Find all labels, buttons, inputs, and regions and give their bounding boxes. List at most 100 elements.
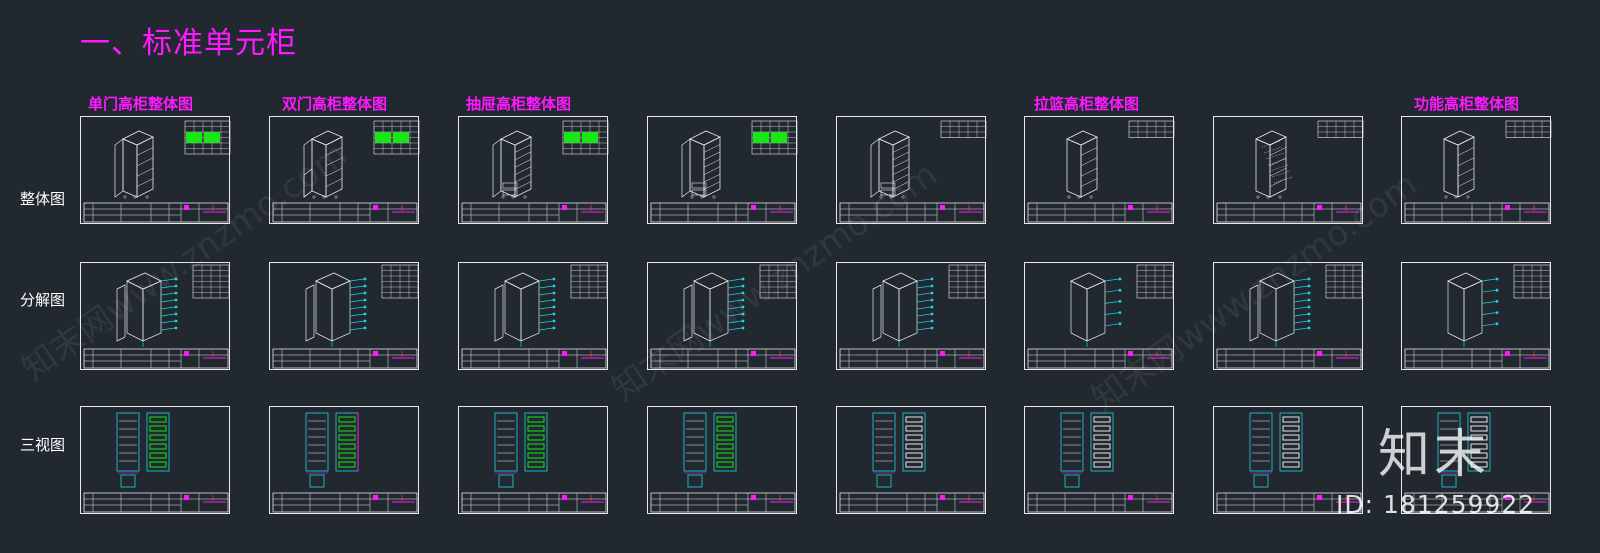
exploded-front [1259,280,1277,342]
leader-dot [552,305,556,309]
exploded-front [504,280,522,342]
leader-dot [174,312,178,316]
leader-line [1481,278,1497,282]
cad-sheet-exploded-4[interactable] [836,262,986,370]
cad-sheet-exploded-2[interactable] [458,262,608,370]
cad-sheet-overall-3[interactable] [647,116,798,224]
side-view-panel [149,443,167,450]
cabinet-shelf [325,167,343,177]
leader-line [727,278,743,282]
cabinet-basket [1263,146,1283,154]
cad-sheet-overall-5[interactable] [1024,116,1175,224]
cad-sheet-three-view-6[interactable] [1213,406,1363,514]
side-view-panel [716,461,734,468]
title-block-mark [751,495,756,500]
title-block-frame [839,348,985,369]
cabinet-three-view-drawing [1437,412,1491,488]
leader-line [349,320,365,324]
leader-line [160,320,176,324]
title-block [461,492,607,513]
page-title: 一、标准单元柜 [80,26,297,61]
front-view [1437,412,1461,472]
leader-line [916,327,932,331]
cad-sheet-three-view-1[interactable] [269,406,419,514]
cad-sheet-exploded-6[interactable] [1213,262,1363,370]
cabinet-shelf [136,147,154,156]
side-view-panel [527,452,545,459]
cad-sheet-exploded-1[interactable] [269,262,419,370]
leader-dot [363,319,367,323]
side-view [1279,412,1303,472]
cabinet-leg [1256,195,1260,199]
cad-sheet-exploded-5[interactable] [1024,262,1174,370]
title-block-frame [1027,348,1173,369]
title-block-frame [1216,348,1362,369]
cad-sheet-exploded-0[interactable] [80,262,230,370]
cad-sheet-three-view-2[interactable] [458,406,608,514]
cad-sheet-overall-0[interactable] [80,116,231,224]
cabinet-isometric-drawing [114,130,154,199]
cad-sheet-three-view-0[interactable] [80,406,230,514]
exploded-side [709,280,729,342]
cabinet-leg [523,195,527,199]
cabinet-side [514,136,532,198]
title-block [83,348,229,369]
leader-dot [1307,298,1311,302]
leader-dot [174,277,178,281]
side-view-panel [1470,425,1488,432]
title-block-frame [83,348,229,369]
leader-dot [741,305,745,309]
cad-sheet-three-view-3[interactable] [647,406,797,514]
parts-table-highlight [186,132,202,143]
title-block [1404,492,1550,513]
title-block-frame [1216,492,1362,513]
parts-table [562,120,609,155]
cad-sheet-three-view-5[interactable] [1024,406,1174,514]
cad-sheet-overall-4[interactable] [836,116,987,224]
title-block-mark [751,205,756,210]
exploded-top [1259,272,1295,290]
cabinet-three-view-drawing [116,412,170,488]
cad-sheet-three-view-7[interactable] [1401,406,1551,514]
leader-line [160,327,176,331]
leader-line [349,299,365,303]
leader-dot [1118,322,1122,326]
side-view-panel [1093,425,1111,432]
leader-dot [363,298,367,302]
cad-sheet-exploded-3[interactable] [647,262,797,370]
title-block-mark [184,351,189,356]
cad-sheet-overall-6[interactable] [1213,116,1364,224]
side-view-panel [149,425,167,432]
parts-table-highlight [564,132,580,143]
side-view-panel [905,425,923,432]
cad-sheet-three-view-4[interactable] [836,406,986,514]
cad-sheet-overall-2[interactable] [458,116,609,224]
side-view-panel [1470,416,1488,423]
exploded-side [1463,280,1483,342]
title-block [1027,202,1173,223]
title-block [1404,202,1550,223]
cabinet-top [122,130,154,146]
cad-sheet-exploded-7[interactable] [1401,262,1551,370]
cabinet-drawer [691,182,707,189]
cabinet-drawer [691,189,707,196]
parts-table [570,264,608,299]
cabinet-leg [1077,195,1081,199]
side-view-panel [1470,434,1488,441]
side-view-panel [1282,434,1300,441]
row-label-overall: 整体图 [20,190,66,208]
title-block [1216,348,1362,369]
leader-line [727,327,743,331]
cad-sheet-icon [650,120,798,223]
cad-sheet-icon [1216,264,1363,369]
side-view-panel [338,443,356,450]
top-view [876,474,892,488]
cabinet-shelf [1080,157,1098,167]
cad-sheet-overall-7[interactable] [1401,116,1552,224]
cabinet-leg [1266,195,1270,199]
leader-line [1293,313,1309,317]
cad-sheet-overall-1[interactable] [269,116,420,224]
side-view-panel [716,425,734,432]
parts-table [381,264,419,299]
cad-sheet-icon [272,412,418,513]
